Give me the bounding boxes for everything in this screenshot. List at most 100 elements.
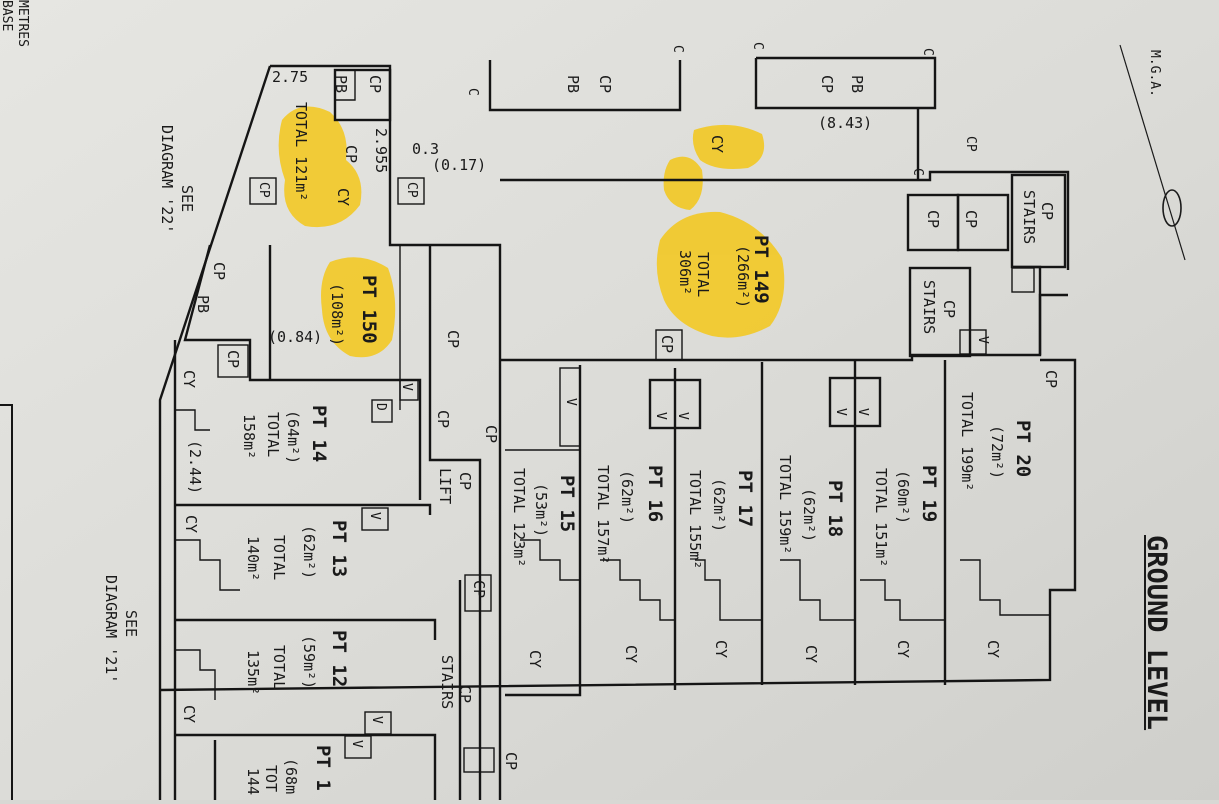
dim-2-75: 2.75 — [272, 68, 309, 86]
lot-pt18-total: TOTAL 159m² — [776, 455, 794, 555]
code-v-pt17: V — [675, 412, 690, 420]
lot-pt15-total: TOTAL 123m² — [510, 468, 528, 568]
lot-pt14-name: PT 14 — [308, 405, 330, 463]
lot-pt18-area: (62m²) — [800, 488, 818, 543]
code-v-pt13: V — [367, 512, 382, 520]
stepped-walls — [175, 409, 1050, 700]
code-cp-lift: CP — [456, 472, 474, 491]
lot-pt149-name: PT 149 — [750, 235, 772, 304]
lot-pt12-area: (59m²) — [300, 635, 318, 690]
code-cp-corridor-2: CP — [434, 410, 452, 429]
code-v-pt19: V — [855, 408, 870, 416]
lot-pt13-area: (62m²) — [300, 525, 318, 580]
lot-pt12-name: PT 12 — [328, 630, 350, 688]
lot-pt16-area: (62m²) — [618, 470, 636, 525]
see-diagram-22-ref: DIAGRAM '22' — [158, 125, 176, 234]
code-cy-pt16: CY — [622, 645, 640, 664]
lot-pt11-total-label: TOT — [262, 765, 280, 793]
lot-pt13-name: PT 13 — [328, 520, 350, 578]
small-boxes — [217, 177, 1035, 773]
code-cp-bottom: CP — [502, 752, 520, 771]
code-cp-upper: CP — [342, 145, 360, 164]
code-cp-stairs-3: CP — [456, 685, 474, 704]
dim-0-17: (0.17) — [432, 156, 487, 174]
lot-pt18-name: PT 18 — [824, 480, 846, 538]
lot-pt12-total-label: TOTAL — [270, 645, 288, 691]
lot-pt16-total: TOTAL 157m² — [594, 465, 612, 565]
lot-total121: TOTAL 121m² — [292, 102, 310, 202]
lot-pt13-total-label: TOTAL — [270, 535, 288, 581]
code-v-pt12: V — [369, 716, 384, 724]
lot-pt12-total: 135m² — [244, 650, 262, 696]
code-v-pt14: V — [399, 383, 414, 391]
building-walls — [158, 56, 1077, 800]
lot-pt15-area: (53m²) — [532, 483, 550, 538]
code-cy-pt13: CY — [182, 515, 200, 534]
north-arrow — [1119, 44, 1186, 261]
see-diagram-22-label: SEE — [178, 185, 196, 213]
lot-pt13-total: 140m² — [244, 536, 262, 582]
code-cp-corridor-3: CP — [482, 425, 500, 444]
code-cp-box-1: CP — [256, 182, 271, 198]
code-cy-pt19: CY — [894, 640, 912, 659]
lot-pt19-total: TOTAL 151m² — [872, 468, 890, 568]
lot-pt150-area: (108m²) — [328, 283, 346, 347]
code-c-1: C — [465, 88, 480, 96]
page-title: GROUND LEVEL — [1141, 535, 1172, 731]
north-arrow-icon — [1162, 189, 1182, 227]
lot-pt150-name: PT 150 — [358, 275, 380, 344]
code-cp-stairs-1: CP — [1038, 202, 1056, 221]
code-c-3: C — [750, 42, 765, 50]
code-cp-right-1: CP — [924, 210, 942, 229]
lot-pt149-total-label: TOTAL — [694, 252, 712, 298]
code-cy-pt18: CY — [802, 645, 820, 664]
see-diagram-21-label: SEE — [122, 610, 140, 638]
dim-8-43: (8.43) — [818, 114, 873, 132]
dim-2-44: (2.44) — [186, 440, 204, 495]
highlighter-marks — [278, 106, 785, 358]
lot-pt11-name: PT 1 — [312, 745, 334, 791]
lot-pt19-name: PT 19 — [918, 465, 940, 523]
lot-pt11-area: (68m — [282, 758, 300, 795]
code-cp-corridor: CP — [444, 330, 462, 349]
code-v-pt11: V — [349, 740, 364, 748]
code-cp-right-2: CP — [962, 210, 980, 229]
code-cy-pt12: CY — [180, 705, 198, 724]
lot-pt15-name: PT 15 — [556, 475, 578, 533]
see-diagram-21-ref: DIAGRAM '21' — [102, 575, 120, 684]
code-v-pt15: V — [563, 398, 578, 406]
code-stairs-3: STAIRS — [438, 655, 456, 710]
code-stairs-2: STAIRS — [920, 280, 938, 335]
code-cp-mid: CP — [470, 580, 488, 599]
lot-pt149-area: (266m²) — [734, 245, 752, 309]
code-cp-pt149: CP — [658, 335, 676, 354]
code-cy-pt149: CY — [708, 135, 726, 154]
code-v-pt20: V — [975, 336, 990, 344]
lot-pt11-total: 144 — [244, 768, 262, 796]
corner-text-1: METRES — [15, 0, 30, 47]
lot-pt14-total: 158m² — [240, 414, 258, 460]
code-cp-top: CP — [366, 75, 384, 94]
compass-label: M.G.A. — [1147, 50, 1162, 97]
code-cp-garage-1: CP — [596, 75, 614, 94]
lot-pt20-total: TOTAL 199m² — [958, 392, 976, 492]
code-pb-garage-1: PB — [564, 75, 582, 94]
code-lift: LIFT — [436, 468, 454, 505]
lot-pt14-area: (64m²) — [284, 410, 302, 465]
lot-pt20-area: (72m²) — [988, 425, 1006, 480]
dim-0-84: (0.84) — [268, 328, 323, 346]
left-frame-edge — [0, 404, 13, 804]
lot-pt17-name: PT 17 — [734, 470, 756, 528]
lot-pt149-total: 306m² — [676, 250, 694, 296]
lot-pt19-area: (60m²) — [894, 470, 912, 525]
code-pb-garage-2: PB — [848, 75, 866, 94]
lot-pt14-total-label: TOTAL — [264, 412, 282, 458]
code-pb-top: PB — [332, 75, 350, 94]
code-cp-top-right: CP — [963, 136, 978, 152]
lot-pt20-name: PT 20 — [1012, 420, 1034, 478]
code-stairs-1: STAIRS — [1020, 190, 1038, 245]
code-pb-left: PB — [194, 295, 212, 314]
